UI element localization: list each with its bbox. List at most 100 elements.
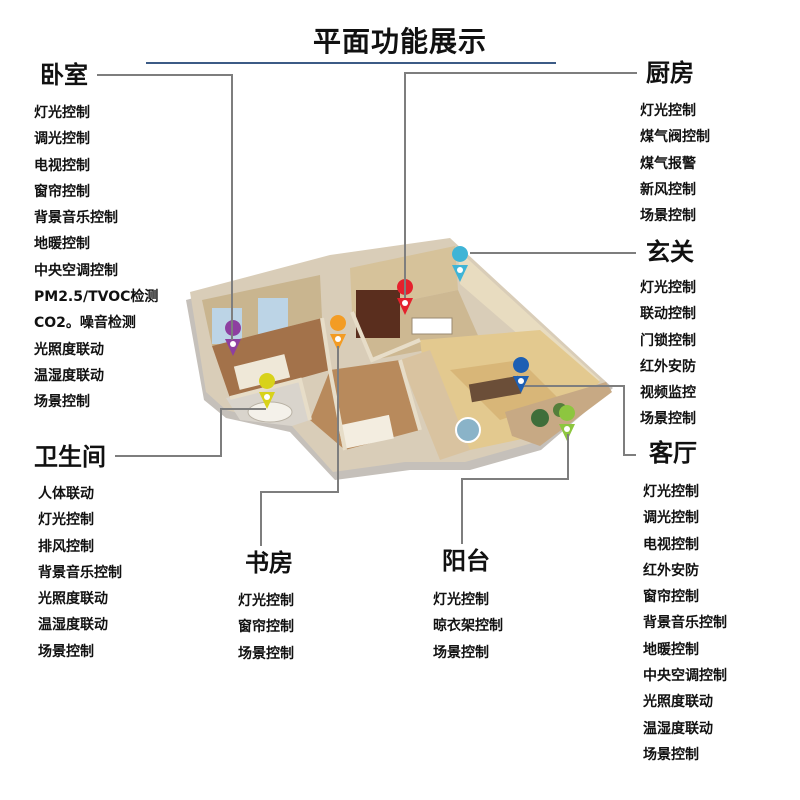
bedroom-feature-list: 灯光控制 调光控制 电视控制 窗帘控制 背景音乐控制 地暖控制 中央空调控制 P…: [34, 100, 158, 416]
feature-item: 灯光控制: [640, 103, 696, 119]
feature-item: 窗帘控制: [643, 589, 699, 606]
hallway-floor: [400, 350, 470, 460]
kitchen-leader-v: [404, 72, 406, 298]
living-floor: [420, 330, 600, 450]
title-underline: [146, 62, 556, 64]
living-rug: [450, 360, 560, 420]
feature-item: 场景控制: [640, 411, 696, 428]
plant: [531, 409, 549, 427]
feature-item: 视频监控: [640, 385, 696, 402]
study-title: 书房: [245, 549, 293, 577]
pin-bathroom-marker: [259, 373, 276, 409]
bedroom-leader-h: [97, 74, 232, 76]
feature-item: 场景控制: [34, 394, 90, 411]
bathroom-leader-v: [220, 408, 222, 457]
bedroom-leader-v: [231, 74, 233, 340]
feature-item: CO2。噪音检测: [34, 315, 136, 332]
feature-item: 电视控制: [34, 157, 90, 174]
bathtub: [247, 401, 293, 423]
sofa: [468, 375, 522, 403]
kitchen-feature-list: 灯光控制 煤气阀控制 煤气报警 新风控制 场景控制: [640, 98, 710, 229]
balcony-feature-list: 灯光控制 晾衣架控制 场景控制: [433, 587, 503, 666]
feature-item: 温湿度联动: [34, 367, 104, 384]
balcony-title: 阳台: [442, 547, 490, 575]
balcony-floor: [505, 382, 612, 446]
bathroom-floor: [226, 380, 310, 426]
living-leader-h2: [623, 454, 636, 456]
feature-item: 灯光控制: [238, 593, 294, 609]
feature-item: 电视控制: [643, 536, 699, 553]
entrance-leader: [470, 252, 636, 254]
feature-item: 场景控制: [38, 643, 94, 660]
study-leader-v1: [337, 346, 339, 492]
feature-item: 灯光控制: [640, 280, 696, 296]
feature-item: 地暖控制: [34, 236, 90, 253]
feature-item: 背景音乐控制: [643, 615, 727, 632]
feature-item: 中央空调控制: [34, 262, 118, 279]
study-bed: [338, 414, 394, 450]
interior-wall: [229, 377, 312, 421]
feature-item: 光照度联动: [643, 694, 713, 711]
bedroom-floor: [212, 318, 330, 398]
feature-item: 场景控制: [643, 746, 699, 763]
feature-item: 场景控制: [238, 645, 294, 662]
bathroom-leader-h2: [220, 408, 266, 410]
feature-item: 灯光控制: [433, 592, 489, 608]
living-wall: [458, 250, 600, 392]
feature-item: 调光控制: [643, 510, 699, 527]
window: [212, 308, 242, 344]
study-leader-h: [260, 491, 339, 493]
feature-item: 红外安防: [643, 562, 699, 579]
kitchen-floor: [352, 290, 480, 360]
page-title: 平面功能展示: [312, 25, 487, 58]
feature-item: 窗帘控制: [238, 619, 294, 636]
feature-item: 灯光控制: [643, 484, 699, 500]
feature-item: 中央空调控制: [643, 668, 727, 685]
feature-item: 光照度联动: [38, 591, 108, 608]
living-room-title: 客厅: [649, 439, 697, 467]
interior-wall: [398, 359, 422, 431]
feature-item: 人体联动: [38, 486, 94, 502]
entrance-feature-list: 灯光控制 联动控制 门锁控制 红外安防 视频监控 场景控制: [640, 275, 696, 433]
bathroom-feature-list: 人体联动 灯光控制 排风控制 背景音乐控制 光照度联动 温湿度联动 场景控制: [38, 481, 122, 665]
feature-item: 背景音乐控制: [38, 564, 122, 581]
plant: [553, 403, 567, 417]
feature-item: 场景控制: [640, 208, 696, 225]
pin-entrance-marker: [452, 246, 469, 282]
feature-item: 联动控制: [640, 306, 696, 323]
living-room-feature-list: 灯光控制 调光控制 电视控制 红外安防 窗帘控制 背景音乐控制 地暖控制 中央空…: [643, 479, 727, 768]
floor-shadow: [186, 244, 613, 480]
study-feature-list: 灯光控制 窗帘控制 场景控制: [238, 588, 294, 667]
feature-item: 窗帘控制: [34, 183, 90, 200]
round-table: [455, 417, 481, 443]
balcony-leader-h: [461, 478, 569, 480]
pin-bedroom-marker: [225, 320, 242, 356]
feature-item: 灯光控制: [34, 105, 90, 121]
bedroom-title: 卧室: [40, 61, 88, 89]
feature-item: 温湿度联动: [38, 617, 108, 634]
window: [258, 298, 288, 334]
feature-item: 新风控制: [640, 181, 696, 198]
study-leader-v2: [260, 491, 262, 546]
feature-item: 晾衣架控制: [433, 618, 503, 635]
feature-item: PM2.5/TVOC检测: [34, 289, 159, 306]
feature-item: 温湿度联动: [643, 720, 713, 737]
interior-wall: [320, 317, 347, 451]
feature-item: 灯光控制: [38, 512, 94, 529]
balcony-leader-v1: [567, 434, 569, 479]
feature-item: 背景音乐控制: [34, 210, 118, 227]
feature-item: 煤气阀控制: [640, 129, 710, 146]
interior-wall: [350, 311, 421, 363]
study-floor: [310, 360, 420, 450]
pin-living-marker: [513, 357, 530, 393]
feature-item: 排风控制: [38, 538, 94, 555]
feature-item: 场景控制: [433, 644, 489, 661]
feature-item: 门锁控制: [640, 332, 696, 349]
bathroom-leader-h: [115, 455, 221, 457]
living-leader-v: [623, 385, 625, 455]
feature-item: 煤气报警: [640, 155, 696, 172]
entrance-title: 玄关: [646, 238, 694, 266]
kitchen-title: 厨房: [646, 59, 694, 87]
kitchen-leader-h: [405, 72, 637, 74]
feature-item: 地暖控制: [643, 641, 699, 658]
